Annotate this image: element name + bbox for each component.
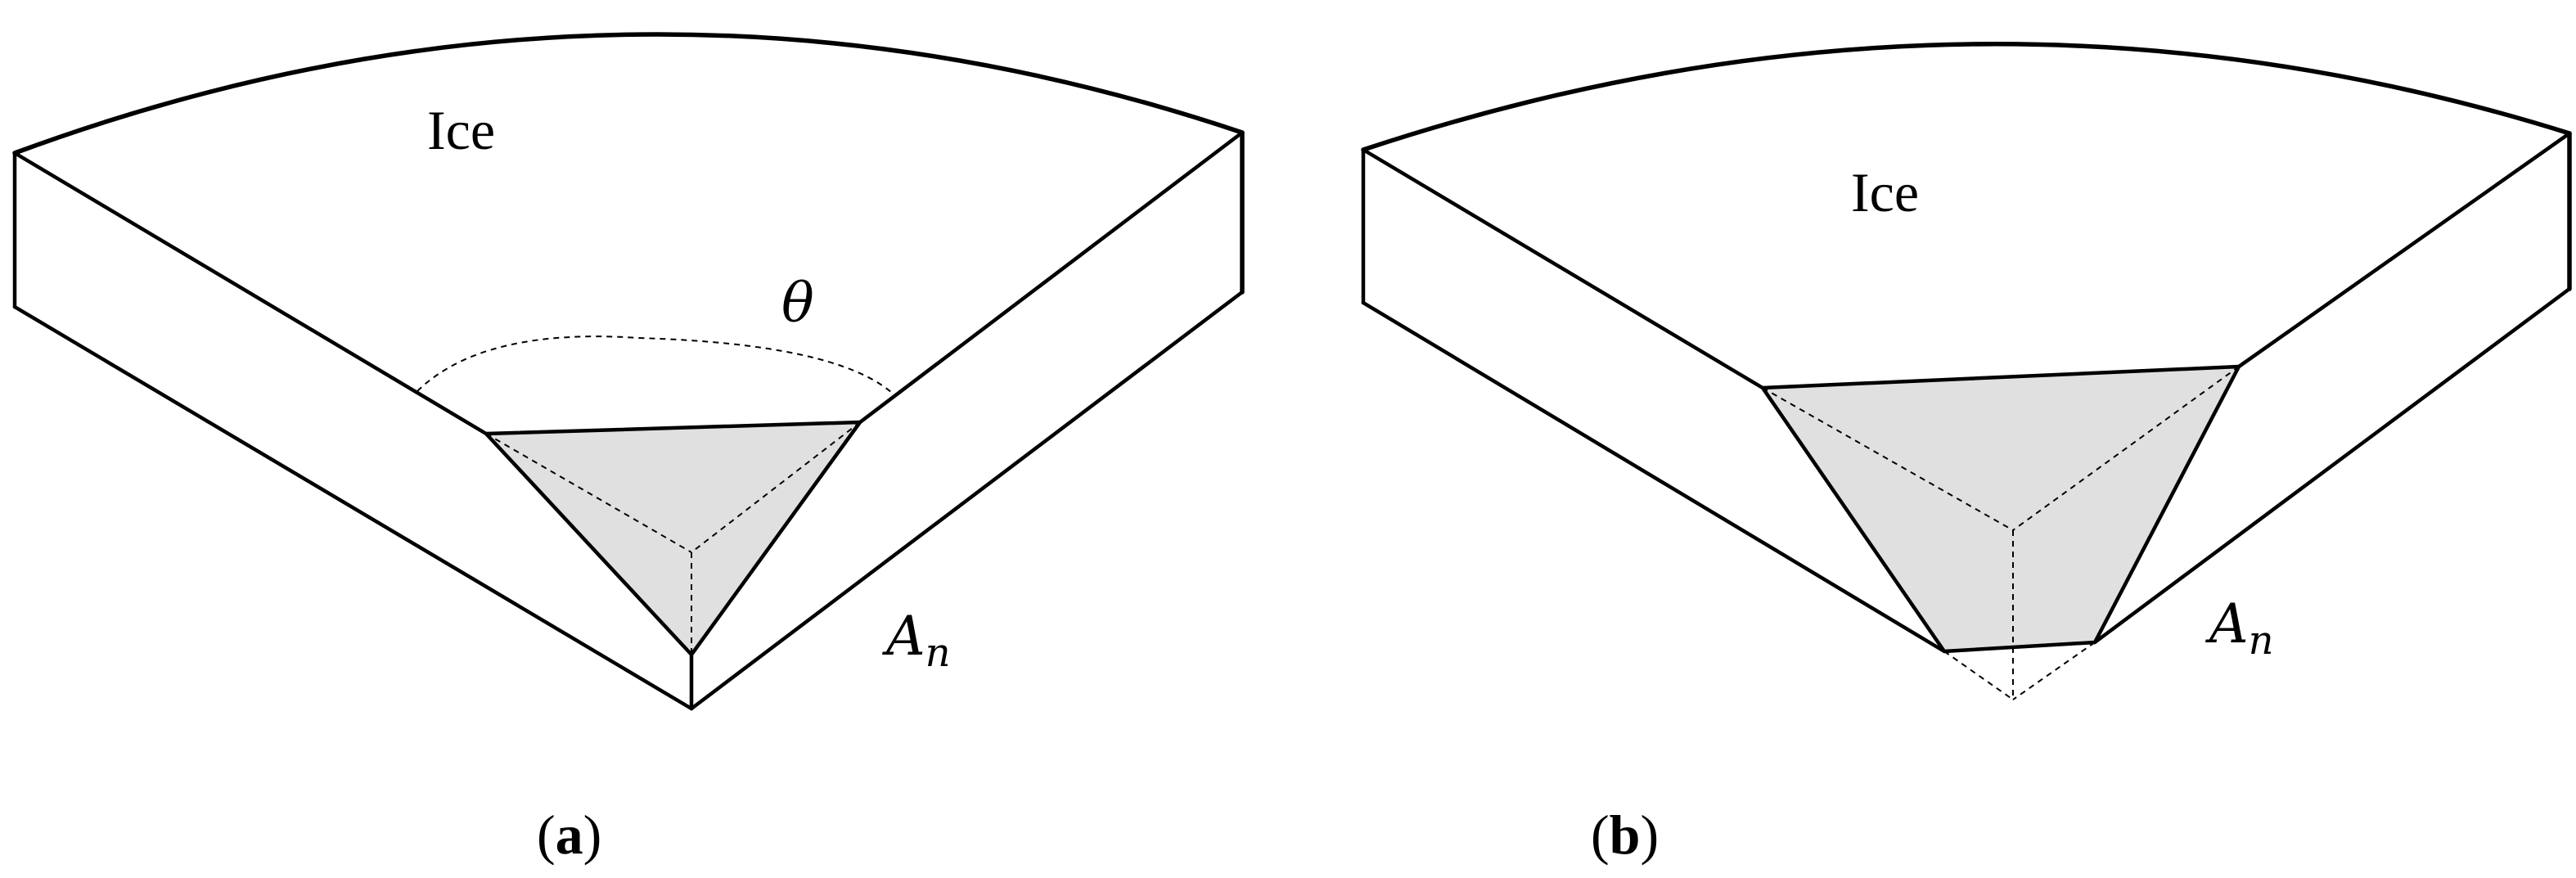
- panel-a-hidden-edge-right: [691, 421, 861, 553]
- panel-a-theta-label: θ: [781, 272, 814, 335]
- panel-b-area-label-main: A: [2204, 592, 2249, 655]
- panel-a-bottom-right-edge: [689, 290, 1245, 711]
- panel-a-caption: (a): [537, 804, 601, 866]
- panel-b-caption-letter: b: [1610, 804, 1641, 866]
- panel-b-area-label-sub: n: [2249, 618, 2274, 664]
- panel-a-caption-letter: a: [556, 804, 583, 866]
- panel-b-notch-face: [1760, 364, 2241, 654]
- panel-b-hidden-tip-left: [1943, 651, 2014, 700]
- panel-a-top-right-edge: [858, 130, 1245, 425]
- panel-b-bottom-left-edge: [1361, 300, 1947, 654]
- panel-a: Ice θ An (a): [12, 32, 1245, 866]
- panel-a-ice-label: Ice: [427, 99, 495, 161]
- panel-b-top-arc: [1361, 42, 2572, 152]
- panel-a-top-arc: [12, 32, 1245, 155]
- panel-a-ice-block: [12, 32, 1245, 711]
- panel-b-hidden-edge-right: [2012, 366, 2240, 531]
- panel-b-bottom-right-edge: [2092, 286, 2572, 645]
- panel-b-caption-open: (: [1591, 804, 1610, 866]
- panel-a-caption-open: (: [537, 804, 556, 866]
- panel-a-bottom-left-edge: [12, 304, 694, 711]
- panel-b-caption: (b): [1591, 804, 1659, 866]
- panel-a-area-label-sub: n: [925, 630, 951, 676]
- panel-a-area-label-main: A: [881, 605, 925, 668]
- panel-a-area-label: An: [881, 605, 951, 676]
- panel-a-top-left-edge: [12, 151, 489, 436]
- panel-a-angle-arc: [417, 335, 893, 394]
- panel-b-area-label: An: [2204, 592, 2274, 664]
- panel-b-ice-label: Ice: [1851, 161, 1919, 223]
- panel-b: Ice An (b): [1361, 42, 2572, 866]
- panel-a-notch-face: [484, 420, 862, 657]
- panel-b-ice-block: [1361, 42, 2572, 654]
- panel-b-caption-close: ): [1640, 804, 1659, 866]
- panel-a-caption-close: ): [583, 804, 602, 866]
- panel-b-hidden-edge-left: [1762, 387, 2014, 531]
- panel-b-notch: [1760, 364, 2241, 700]
- panel-a-hidden-edge-left: [485, 433, 692, 553]
- panel-a-notch: [484, 420, 862, 657]
- panel-b-hidden-tip-right: [2012, 642, 2096, 700]
- panel-b-top-right-edge: [2236, 131, 2572, 369]
- panel-b-top-left-edge: [1361, 147, 1765, 390]
